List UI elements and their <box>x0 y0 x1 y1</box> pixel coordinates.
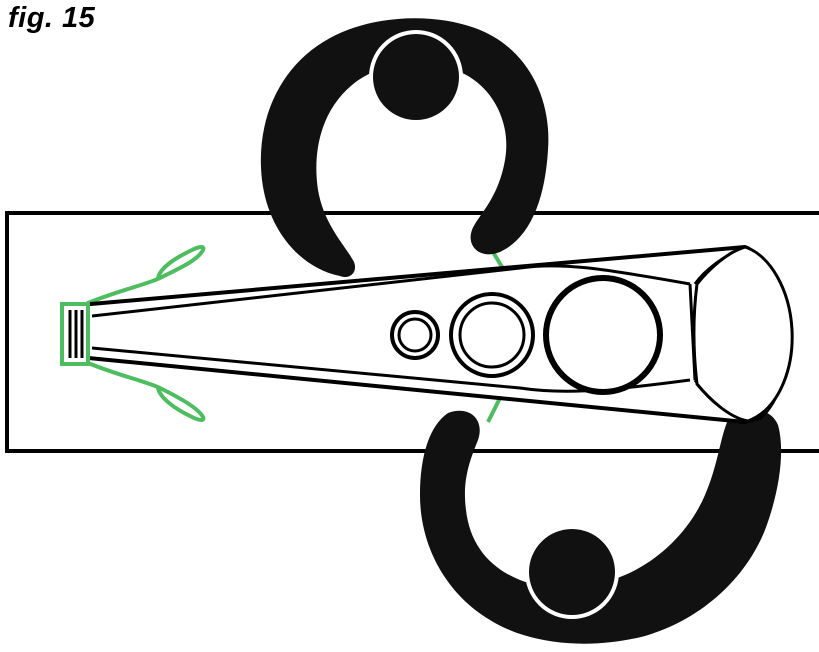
wedge-inner-top <box>91 264 691 318</box>
large-circle <box>543 275 663 395</box>
top-person-body <box>260 18 549 278</box>
small-circle-inner <box>397 317 433 353</box>
top-leaf <box>86 245 206 305</box>
bottom-connector-line <box>486 397 502 423</box>
figure-label: fig. 15 <box>8 2 96 34</box>
bottom-person <box>420 409 782 644</box>
top-person-head <box>369 30 463 124</box>
medium-circle-inner <box>458 301 526 369</box>
top-person <box>260 18 549 278</box>
bottom-person-head <box>525 525 619 619</box>
bottom-leaf <box>86 361 206 422</box>
wedge-cap-outline <box>692 245 794 423</box>
tip-box <box>60 302 90 366</box>
bottom-person-body <box>420 409 782 644</box>
wedge-inner-bottom <box>91 346 691 393</box>
wedge-instrument <box>66 245 794 424</box>
